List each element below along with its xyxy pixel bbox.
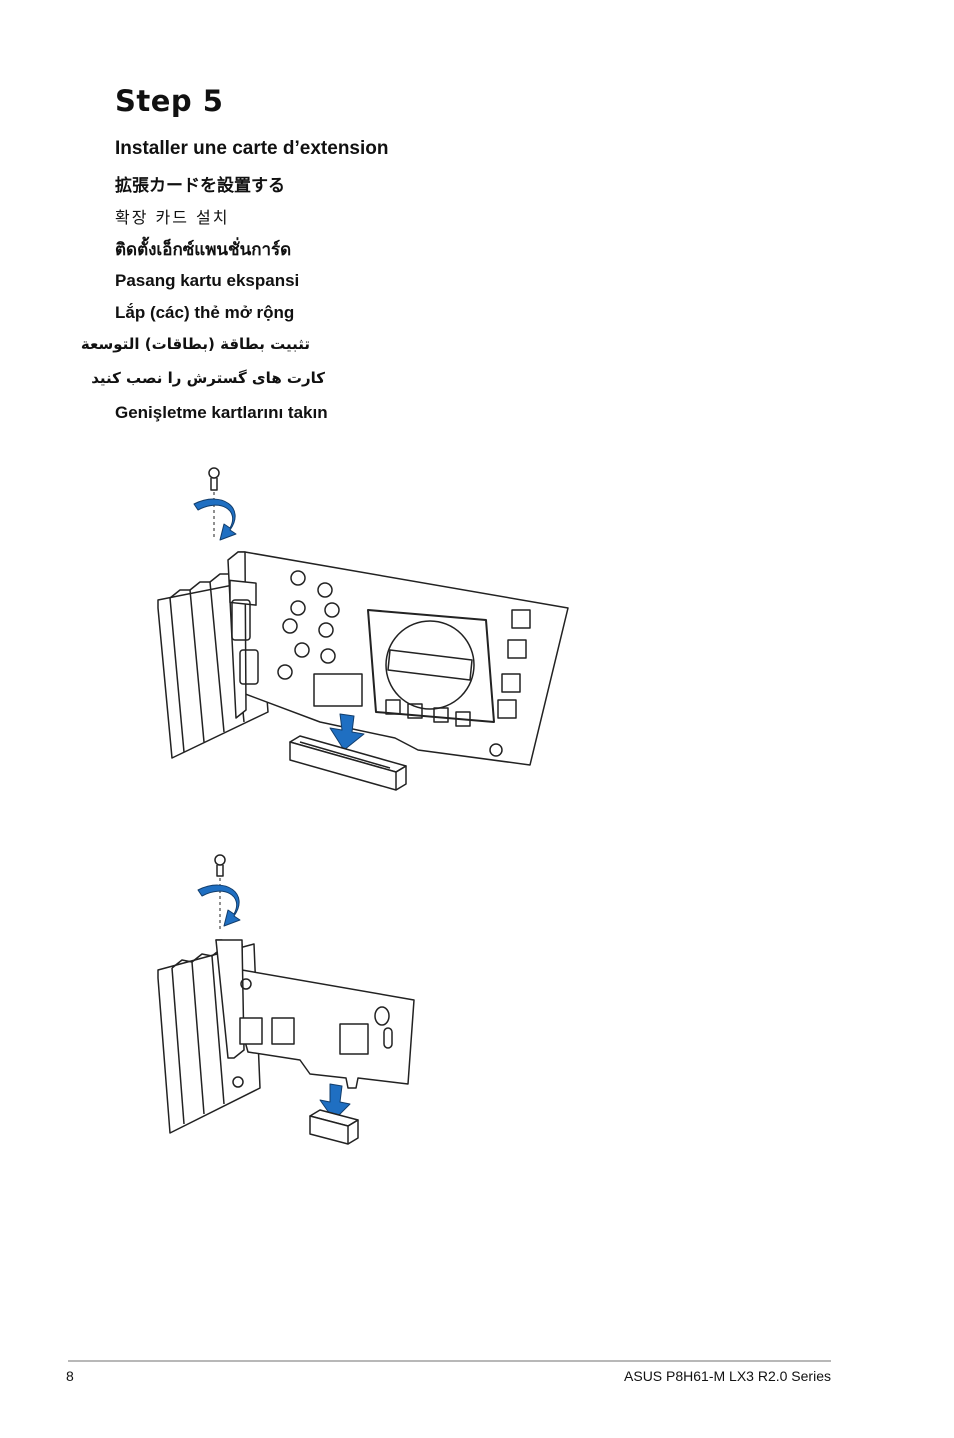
instruction-thai: ติดตั้งเอ็กซ์แพนชั่นการ์ด — [115, 240, 292, 260]
graphics-card — [227, 551, 569, 766]
document-title: ASUS P8H61-M LX3 R2.0 Series — [624, 1368, 831, 1384]
instruction-japanese: 拡張カードを設置する — [115, 176, 285, 196]
instruction-arabic: تثبيت بطاقة (بطاقات) التوسعة — [80, 335, 310, 353]
footer-divider — [68, 1360, 831, 1362]
instruction-indonesian: Pasang kartu ekspansi — [115, 271, 300, 290]
rotate-arrow-icon — [193, 498, 237, 541]
expansion-card — [215, 939, 415, 1089]
pcie-x16-slot — [289, 735, 407, 791]
instruction-french: Installer une carte d’extension — [115, 138, 389, 159]
instruction-turkish: Genişletme kartlarını takın — [115, 403, 328, 422]
screw-icon — [208, 467, 220, 491]
instruction-persian: کارت های گسترش را نصب کنید — [91, 369, 325, 387]
rotate-arrow-icon — [197, 884, 241, 927]
page-number: 8 — [66, 1368, 74, 1384]
page-title: Step 5 — [115, 84, 224, 118]
pcie-x1-slot — [309, 1109, 359, 1145]
instruction-korean: 확장 카드 설치 — [115, 208, 230, 227]
insert-arrow-icon — [319, 1083, 351, 1121]
large-card-installation-illustration — [157, 467, 569, 791]
instruction-vietnamese: Lắp (các) thẻ mở rộng — [115, 303, 295, 322]
screw-icon — [214, 854, 226, 877]
insert-arrow-icon — [329, 713, 365, 751]
small-card-installation-illustration — [157, 854, 415, 1145]
